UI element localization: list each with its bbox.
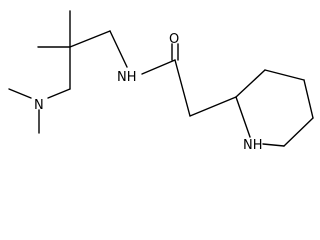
bond-ring-c5-c6 (283, 117, 314, 147)
bond-nh-carbonyl (141, 59, 176, 75)
structure-canvas: N NH O NH (8, 10, 314, 153)
bond-ring-c2-c3 (235, 69, 266, 98)
bond-quaternary-ch2 (69, 30, 111, 48)
bond-ring-c3-c4 (264, 69, 305, 81)
amide-nh-label: NH (117, 70, 137, 85)
bond-n-ch2 (47, 88, 71, 99)
bond-ch2-ring (189, 96, 237, 117)
bond-ring-n-c2 (235, 96, 251, 138)
bond-ring-c4-c5 (303, 79, 314, 119)
ring-nh-label: NH (243, 138, 263, 153)
bond-methyl-n-upper (8, 88, 32, 99)
bond-carbonyl-ch2 (174, 59, 191, 117)
amine-n-label: N (34, 98, 44, 113)
bond-ring-c6-n (262, 143, 285, 147)
molecule-structure: N NH O NH (8, 10, 314, 153)
bond-ch2-nh (109, 30, 128, 68)
carbonyl-o-label: O (169, 32, 179, 47)
